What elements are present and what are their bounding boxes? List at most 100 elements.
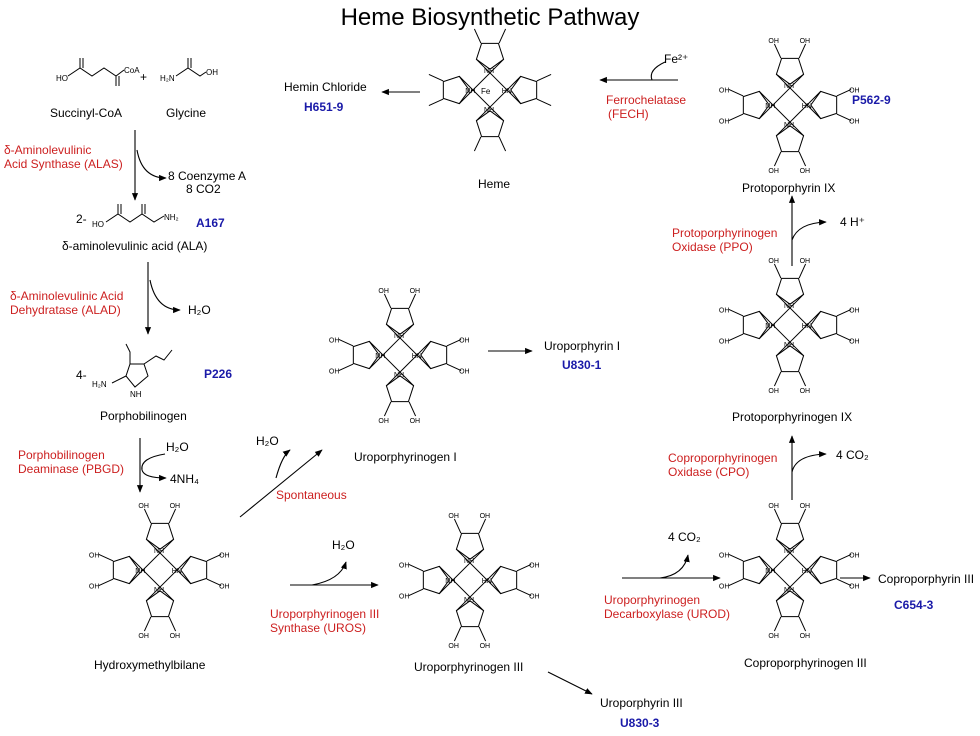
- arrow-fech-reactant: [650, 61, 666, 81]
- coproporphyrin3-code: C654-3: [894, 598, 934, 612]
- hemin-code: H651-9: [304, 100, 344, 114]
- pyrrole-nh-label: NH: [784, 122, 794, 129]
- heme-fe: Fe: [481, 87, 491, 96]
- ala-code: A167: [196, 216, 225, 230]
- pyrrole-nh-label: NH: [135, 568, 145, 575]
- uro1-name: Uroporphyrinogen I: [354, 450, 457, 464]
- pyrrole-nh-label: HN: [802, 103, 812, 110]
- arrow-ppo-byproduct: [791, 219, 827, 241]
- pbg-nh: NH: [130, 390, 142, 399]
- alad-enzyme-line2: Dehydratase (ALAD): [10, 303, 121, 317]
- pyrrole-nh-label: NH: [465, 88, 475, 95]
- pyrrole-nh-label: NH: [765, 103, 775, 110]
- alas-enzyme-line2: Acid Synthase (ALAS): [4, 157, 123, 171]
- pyrrole-nh-label: NH: [784, 83, 794, 90]
- acid-oh-label: OH: [719, 87, 730, 94]
- page-title: Heme Biosynthetic Pathway: [340, 4, 640, 31]
- fech-reactant: Fe²⁺: [664, 52, 689, 66]
- pyrrole-nh-label: NH: [784, 548, 794, 555]
- glycine-oh: OH: [206, 68, 218, 77]
- succinyl-coa-structure: [67, 58, 125, 86]
- acid-oh-label: OH: [849, 307, 860, 314]
- acid-oh-label: OH: [800, 38, 811, 45]
- urod-enzyme-line2: Decarboxylase (UROD): [604, 607, 731, 621]
- arrow-cpo-byproduct: [791, 451, 827, 473]
- succinyl-ho: HO: [56, 74, 68, 83]
- ala-name: δ-aminolevulinic acid (ALA): [62, 239, 208, 253]
- acid-oh-label: OH: [719, 552, 730, 559]
- proto-name: Protoporphyrin IX: [742, 181, 836, 195]
- acid-oh-label: OH: [800, 503, 811, 510]
- acid-oh-label: OH: [800, 388, 811, 395]
- urod-byproduct: 4 CO₂: [668, 530, 701, 544]
- pyrrole-nh-label: NH: [445, 578, 455, 585]
- glycine-structure: [175, 58, 207, 77]
- acid-oh-label: OH: [719, 307, 730, 314]
- acid-oh-label: OH: [768, 38, 779, 45]
- pyrrole-nh-label: NH: [464, 597, 474, 604]
- pyrrole-nh-label: NH: [154, 548, 164, 555]
- acid-oh-label: OH: [89, 552, 100, 559]
- arrow-uros-byproduct: [311, 561, 347, 586]
- urod-enzyme-line1: Uroporphyrinogen: [604, 593, 701, 607]
- acid-oh-label: OH: [529, 562, 540, 569]
- fech-enzyme-line1: Ferrochelatase: [606, 93, 687, 107]
- pbg-code: P226: [204, 367, 233, 381]
- acid-oh-label: OH: [849, 552, 860, 559]
- acid-oh-label: OH: [800, 633, 811, 640]
- uros-enzyme-line2: Synthase (UROS): [270, 621, 367, 635]
- alas-byproduct-line1: 8 Coenzyme A: [168, 169, 247, 183]
- acid-oh-label: OH: [459, 369, 470, 376]
- alas-byproduct-line2: 8 CO2: [186, 182, 221, 196]
- ala-structure: [105, 204, 165, 223]
- uros-enzyme-line1: Uroporphyrinogen III: [270, 607, 380, 621]
- pyrrole-nh-label: NH: [484, 107, 494, 114]
- acid-oh-label: OH: [170, 633, 181, 640]
- pbg-name: Porphobilinogen: [100, 409, 187, 423]
- pbgd-enzyme-line2: Deaminase (PBGD): [18, 462, 125, 476]
- macrocycle-structures: NH HN NH NH OH OH OH OH OH OH OH OH NH HN NH NH OH OH OH OH…: [89, 28, 860, 650]
- acid-oh-label: OH: [410, 418, 421, 425]
- acid-oh-label: OH: [768, 388, 779, 395]
- ppo-enzyme-line1: Protoporphyrinogen: [672, 226, 778, 240]
- acid-oh-label: OH: [719, 584, 730, 591]
- pyrrole-nh-label: NH: [464, 558, 474, 565]
- spontaneous-label: Spontaneous: [276, 488, 347, 502]
- acid-oh-label: OH: [529, 594, 540, 601]
- pyrrole-nh-label: HN: [802, 323, 812, 330]
- uros-byproduct: H₂O: [332, 538, 355, 552]
- cpo-enzyme-line2: Oxidase (CPO): [668, 465, 750, 479]
- arrow-pbgd-byproduct: [141, 469, 167, 482]
- glycine-h2n: H₂N: [160, 74, 175, 83]
- fech-enzyme-line2: (FECH): [608, 107, 649, 121]
- acid-oh-label: OH: [459, 337, 470, 344]
- pbgd-byproduct: 4NH₄: [170, 472, 199, 486]
- acid-oh-label: OH: [138, 503, 149, 510]
- ala-charge: 2-: [76, 212, 87, 226]
- acid-oh-label: OH: [138, 633, 149, 640]
- acid-oh-label: OH: [399, 594, 410, 601]
- alas-enzyme-line1: δ-Aminolevulinic: [4, 143, 92, 157]
- pbgd-reactant: H₂O: [166, 440, 189, 454]
- succinyl-coa-group: CoA: [124, 66, 140, 75]
- acid-oh-label: OH: [410, 288, 421, 295]
- arrow-spontaneous-byproduct: [275, 449, 291, 479]
- pyrrole-nh-label: HN: [172, 568, 182, 575]
- acid-oh-label: OH: [399, 562, 410, 569]
- acid-oh-label: OH: [849, 87, 860, 94]
- spontaneous-byproduct: H₂O: [256, 434, 279, 448]
- arrow-alad-byproduct: [149, 279, 181, 314]
- proto-gen-name: Protoporphyrinogen IX: [732, 410, 853, 424]
- succinyl-label: Succinyl-CoA: [50, 106, 123, 120]
- pbgd-enzyme-line1: Porphobilinogen: [18, 448, 105, 462]
- arrow-uro3-oxidation: [547, 671, 593, 695]
- acid-oh-label: OH: [378, 418, 389, 425]
- uro3-name: Uroporphyrinogen III: [414, 660, 524, 674]
- arrow-urod-byproduct: [659, 554, 690, 579]
- uroporphyrin1-name: Uroporphyrin I: [544, 339, 621, 353]
